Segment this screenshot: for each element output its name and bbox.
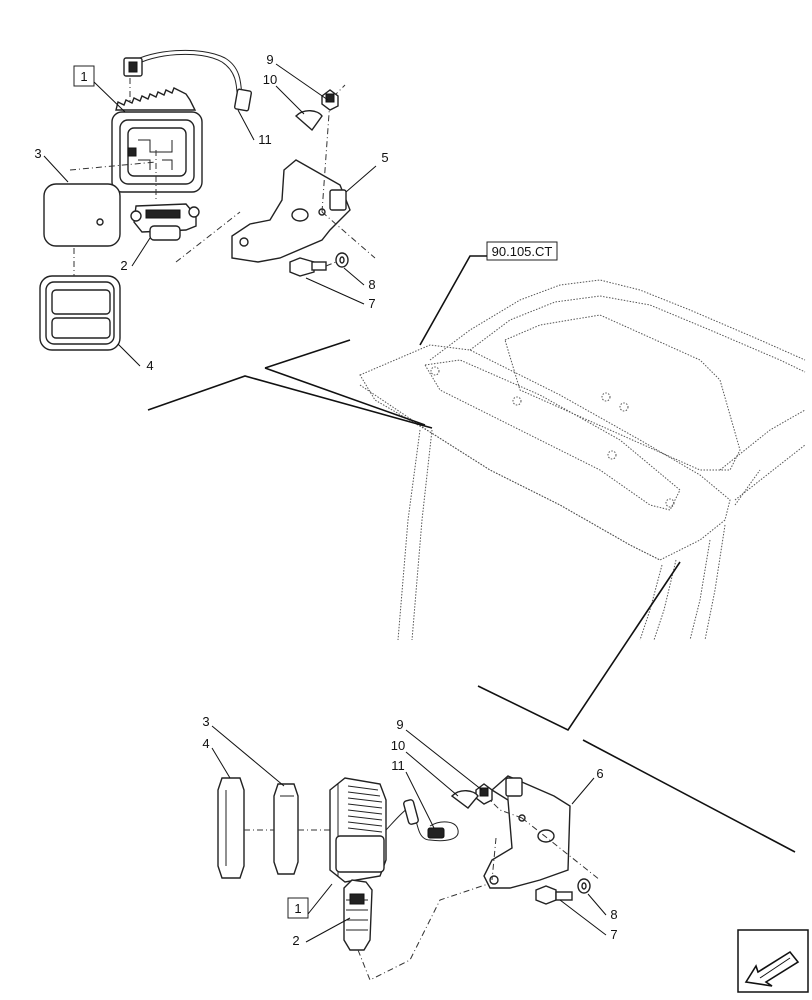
part-1-label-bottom: 1 (294, 901, 301, 916)
bottom-label-2: 2 (292, 933, 299, 948)
top-light-assembly (39, 49, 376, 351)
top-label-4: 4 (146, 358, 153, 373)
top-label-2: 2 (120, 258, 127, 273)
bottom-label-9: 9 (396, 717, 403, 732)
bottom-label-7: 7 (610, 927, 617, 942)
bottom-label-4: 4 (202, 736, 209, 751)
part-1-label-top: 1 (80, 69, 87, 84)
bottom-label-3: 3 (202, 714, 209, 729)
top-label-10: 10 (263, 72, 277, 87)
top-label-5: 5 (381, 150, 388, 165)
top-label-9: 9 (266, 52, 273, 67)
callout-line-top-3 (264, 367, 426, 426)
next-page-arrow-icon[interactable] (737, 929, 809, 993)
callout-line-top-2 (264, 339, 351, 369)
top-label-3: 3 (34, 146, 41, 161)
top-label-11: 11 (258, 132, 272, 147)
cab-roof-illustration (359, 279, 806, 641)
section-reference[interactable]: 90.105.CT (486, 241, 558, 261)
section-reference-label: 90.105.CT (492, 244, 553, 259)
callout-line-bottom-2 (582, 739, 796, 853)
callout-line-bottom (477, 561, 681, 732)
top-label-8: 8 (368, 277, 375, 292)
bottom-label-8: 8 (610, 907, 617, 922)
bottom-light-assembly (217, 775, 601, 981)
bottom-label-6: 6 (596, 766, 603, 781)
section-leader (419, 255, 487, 346)
part-1-reference-bottom[interactable]: 1 (287, 897, 309, 919)
top-label-7: 7 (368, 296, 375, 311)
callout-line-top (147, 375, 433, 429)
bottom-label-11: 11 (391, 758, 405, 773)
bottom-label-10: 10 (391, 738, 405, 753)
part-1-reference-top[interactable]: 1 (73, 65, 95, 87)
